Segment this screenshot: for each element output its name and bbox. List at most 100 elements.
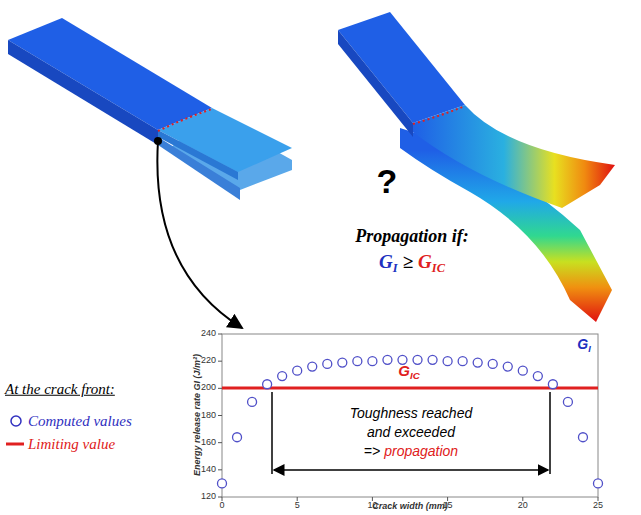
upper-arm-side: [158, 130, 238, 180]
data-point: [428, 355, 437, 364]
condition-formula-text: IC: [432, 261, 445, 275]
y-tick-label-text: 160: [201, 437, 216, 447]
axis-ticks: [218, 334, 598, 501]
data-point: [548, 380, 557, 389]
beam-side: [8, 40, 158, 145]
data-point: [413, 355, 422, 364]
x-tick-label: 10: [367, 501, 377, 511]
bracket-tick: [271, 392, 273, 474]
tick: [218, 415, 222, 416]
x-tick-label: 0: [219, 501, 224, 511]
question-mark: ?: [377, 163, 398, 200]
gi-label: GI: [577, 337, 590, 354]
data-point: [308, 362, 317, 371]
data-point: [353, 357, 362, 366]
tick: [218, 334, 222, 335]
tick: [218, 388, 222, 389]
y-tick-label: 180: [201, 411, 216, 421]
x-axis-title-text: Crack width (mm): [372, 501, 448, 511]
upper-arm: [413, 105, 615, 208]
y-tick-label-text: 240: [201, 328, 216, 338]
range-note-text: and exceeded: [367, 424, 455, 440]
data-point: [578, 433, 587, 442]
condition-formula-text: I: [393, 261, 398, 275]
data-point: [383, 355, 392, 364]
gi-label-text: I: [588, 343, 591, 353]
y-tick-label: 200: [201, 383, 216, 393]
data-point: [488, 359, 497, 368]
open-specimen: [338, 12, 615, 322]
y-tick-label: 220: [201, 356, 216, 366]
range-note: Toughness reached: [350, 406, 472, 421]
y-tick-label-text: 200: [201, 382, 216, 392]
x-tick-label-text: 25: [593, 500, 603, 510]
y-tick-label-text: 220: [201, 355, 216, 365]
range-note: =>propagation: [364, 444, 458, 459]
range-note-text: propagation: [384, 443, 458, 459]
tick: [218, 361, 222, 362]
condition-formula-text: G: [379, 251, 393, 272]
range-arrow: [274, 469, 548, 471]
gic-line: [222, 387, 598, 390]
leader-line: [157, 141, 242, 328]
beam-side: [338, 30, 413, 137]
y-tick-label: 140: [201, 465, 216, 475]
condition-title: Propagation if:: [355, 227, 469, 247]
condition-formula: GI≥GIC: [379, 252, 445, 275]
gic-label-text: G: [398, 362, 410, 379]
data-point: [443, 357, 452, 366]
tick: [218, 442, 222, 443]
y-tick-label-text: 120: [201, 491, 216, 501]
x-tick-label: 15: [443, 501, 453, 511]
data-point: [563, 397, 572, 406]
question-mark-text: ?: [377, 162, 398, 200]
data-point: [458, 357, 467, 366]
upper-arm: [158, 108, 292, 172]
gi-label-text: G: [577, 336, 588, 352]
y-axis-title: Energy release rate GI (J/m²): [193, 354, 203, 476]
y-tick-label: 120: [201, 492, 216, 502]
x-tick-label-text: 0: [219, 500, 224, 510]
data-point: [503, 362, 512, 371]
y-tick-label-text: 140: [201, 464, 216, 474]
data-point: [293, 366, 302, 375]
data-point: [248, 397, 257, 406]
legend-line: [6, 443, 24, 446]
tick: [218, 497, 222, 498]
data-point: [233, 433, 242, 442]
data-point: [278, 372, 287, 381]
data-point: [473, 358, 482, 367]
x-tick-label-text: 15: [443, 500, 453, 510]
x-tick-label: 20: [518, 501, 528, 511]
closed-specimen: [8, 18, 292, 200]
data-point: [518, 366, 527, 375]
y-tick-label-text: 180: [201, 410, 216, 420]
data-point: [338, 358, 347, 367]
data-point: [218, 479, 227, 488]
gic-label-text: IC: [410, 370, 420, 381]
data-point: [594, 479, 603, 488]
x-tick-label-text: 5: [295, 500, 300, 510]
range-note-text: =>: [364, 443, 380, 459]
legend-title: At the crack front:: [5, 381, 115, 398]
plot-frame: [222, 334, 598, 497]
y-axis-title-text: Energy release rate GI (J/m²): [192, 354, 202, 476]
x-tick-label-text: 20: [518, 500, 528, 510]
x-tick-label: 25: [593, 501, 603, 511]
range-note-text: Toughness reached: [350, 405, 472, 421]
bracket-tick: [549, 392, 551, 474]
crack-front: [158, 109, 212, 131]
data-point: [533, 372, 542, 381]
computed-points: [218, 355, 603, 488]
y-tick-label: 160: [201, 438, 216, 448]
x-tick-label: 5: [295, 501, 300, 511]
legend-text: Computed values: [28, 413, 132, 430]
data-point: [263, 380, 272, 389]
legend-text: Limiting value: [28, 436, 115, 453]
y-tick-label: 240: [201, 329, 216, 339]
data-point: [323, 359, 332, 368]
data-point: [368, 357, 377, 366]
range-note: and exceeded: [367, 425, 455, 440]
legend-circle: [11, 416, 21, 426]
crack-front: [413, 106, 465, 124]
